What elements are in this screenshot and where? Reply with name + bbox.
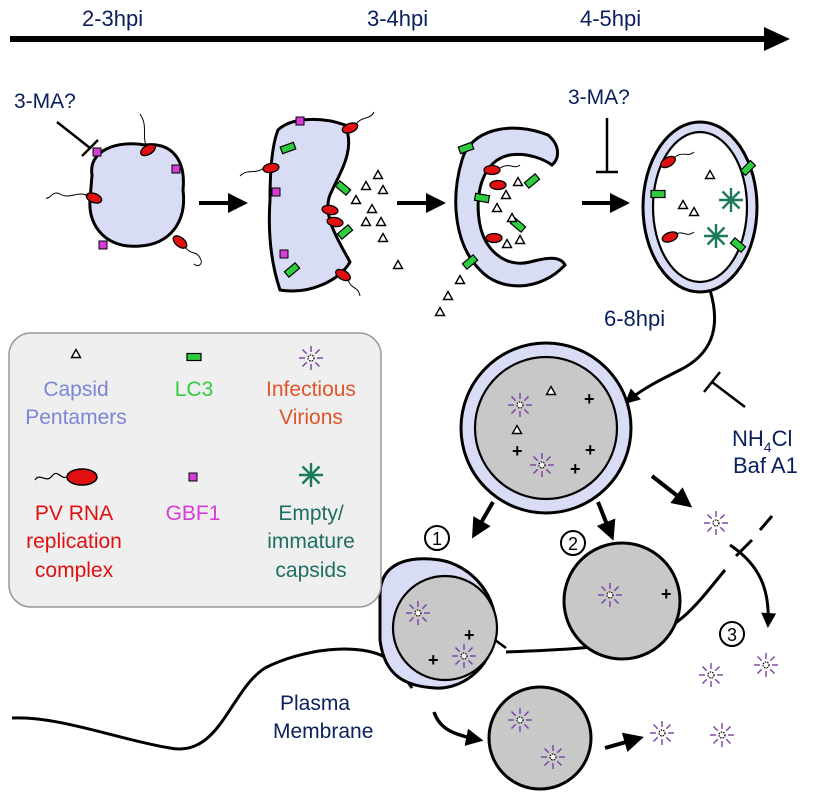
legend-empty-2: immature — [267, 530, 355, 553]
legend-empty-3: capsids — [275, 559, 346, 582]
inhibitor-nh4cl-bafa1: NH4Cl Baf A1 — [703, 371, 798, 478]
legend-empty-1: Empty/ — [278, 502, 344, 525]
inhibitor-3ma-label: 3-MA? — [14, 90, 76, 113]
phagophore-stage-3 — [434, 126, 567, 317]
time-label-4-5hpi: 4-5hpi — [580, 6, 641, 31]
legend-pv-3: complex — [35, 559, 114, 582]
svg-text:+: + — [428, 650, 439, 670]
svg-text:3: 3 — [727, 625, 737, 645]
arrow-to-exocytosis — [432, 711, 484, 746]
inhibitor-3ma-second: 3-MA? — [568, 86, 630, 174]
arrow-release — [604, 732, 644, 753]
time-label-2-3hpi: 2-3hpi — [82, 6, 143, 31]
svg-text:+: + — [661, 584, 672, 604]
legend-virion-2: Virions — [279, 406, 343, 429]
membrane-stage-2 — [239, 111, 404, 297]
pathway-2-vesicle: + — [562, 541, 682, 661]
legend-capsid-1: Capsid — [43, 378, 108, 401]
svg-text:+: + — [584, 389, 595, 409]
inhibitor-3ma-first: 3-MA? — [14, 90, 99, 157]
svg-text:+: + — [464, 625, 475, 645]
pathway-1-vesicle: + + — [378, 557, 507, 690]
timeline: 2-3hpi 3-4hpi 4-5hpi — [10, 6, 790, 51]
replication-complex-icon — [34, 468, 98, 486]
legend-pv-1: PV RNA — [35, 502, 113, 525]
legend-gbf1: GBF1 — [166, 502, 221, 525]
plasma-membrane-label-2: Membrane — [273, 720, 373, 743]
svg-text:+: + — [512, 441, 523, 461]
inhibitor-nh4cl-label: NH4Cl — [732, 426, 792, 455]
inhibitor-bafa1-label: Baf A1 — [733, 453, 798, 478]
pathway-number-1: 1 — [424, 525, 450, 551]
exocytosis-vesicle — [487, 685, 593, 791]
pathway-number-3: 3 — [719, 621, 745, 647]
legend-virion-1: Infectious — [266, 378, 356, 401]
membrane-stage-1 — [45, 113, 202, 267]
legend-lc3: LC3 — [175, 378, 214, 401]
svg-text:1: 1 — [432, 529, 442, 549]
svg-text:2: 2 — [568, 534, 578, 554]
time-label-3-4hpi: 3-4hpi — [367, 6, 428, 31]
arrow-to-amphisome — [624, 289, 717, 405]
lc3-icon — [186, 352, 202, 362]
free-virion — [703, 510, 729, 536]
released-virions — [649, 652, 779, 748]
svg-text:+: + — [570, 459, 581, 479]
plasma-membrane-label-1: Plasma — [280, 692, 350, 715]
infectious-virion-icon — [298, 345, 324, 371]
gbf1-icon — [188, 472, 198, 482]
svg-text:+: + — [585, 440, 596, 460]
time-label-6-8hpi: 6-8hpi — [604, 306, 665, 331]
empty-capsid-icon — [297, 461, 325, 489]
arrow-pathway-3-release — [729, 543, 777, 628]
legend-capsid-2: Pentamers — [25, 406, 127, 429]
legend: Capsid Pentamers LC3 Infectious Virions … — [8, 332, 382, 608]
arrow-pathway-1 — [472, 501, 495, 539]
amphisome: + + + + — [459, 341, 633, 515]
arrow-pathway-3 — [650, 474, 693, 508]
legend-pv-2: replication — [26, 530, 122, 553]
autophagosome-stage-4 — [641, 120, 759, 294]
inhibitor-3ma-label: 3-MA? — [568, 86, 630, 109]
pathway-number-2: 2 — [560, 530, 586, 556]
arrow-pathway-2 — [596, 501, 616, 541]
